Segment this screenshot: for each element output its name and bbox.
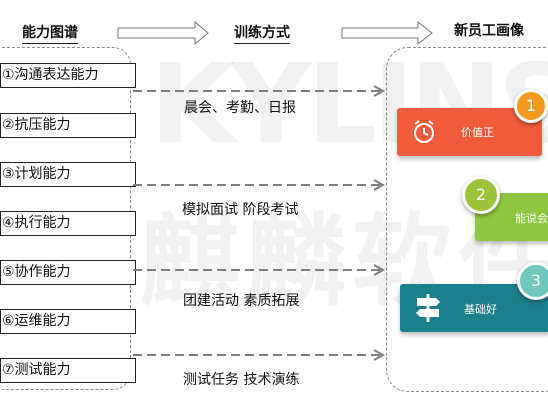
skill-planning: ③计划能力 — [0, 162, 136, 187]
profile-badge-3: 3 — [517, 262, 548, 300]
skill-testing: ⑦测试能力 — [0, 358, 136, 383]
method-morning-meeting: 晨会、考勤、日报 — [184, 100, 296, 116]
method-testing-task: 测试任务 技术演练 — [183, 372, 300, 388]
method-team-building: 团建活动 素质拓展 — [183, 293, 300, 309]
profile-card-1-label: 价值正 — [461, 126, 494, 139]
skill-collaboration: ⑤协作能力 — [0, 260, 136, 285]
profile-panel — [386, 47, 548, 392]
profile-badge-1: 1 — [514, 89, 548, 123]
alarm-clock-icon — [411, 119, 437, 149]
header-training-method: 训练方式 — [234, 22, 290, 44]
method-mock-interview: 模拟面试 阶段考试 — [182, 202, 299, 218]
header-arrows — [117, 20, 433, 46]
profile-badge-2: 2 — [462, 176, 500, 214]
skill-execution: ④执行能力 — [0, 211, 136, 236]
header-new-employee-profile: 新员工画像 — [454, 23, 524, 39]
header-ability-map: 能力图谱 — [22, 22, 78, 44]
skill-stress-resistance: ②抗压能力 — [0, 113, 136, 138]
skill-operations: ⑥运维能力 — [0, 309, 136, 334]
header-arrow-1 — [117, 20, 209, 46]
skill-communication: ①沟通表达能力 — [0, 63, 136, 88]
header-arrow-2 — [341, 20, 433, 46]
profile-card-3-label: 基础好 — [464, 303, 497, 316]
signpost-icon — [414, 292, 442, 328]
profile-card-2-label: 能说会 — [515, 212, 548, 225]
